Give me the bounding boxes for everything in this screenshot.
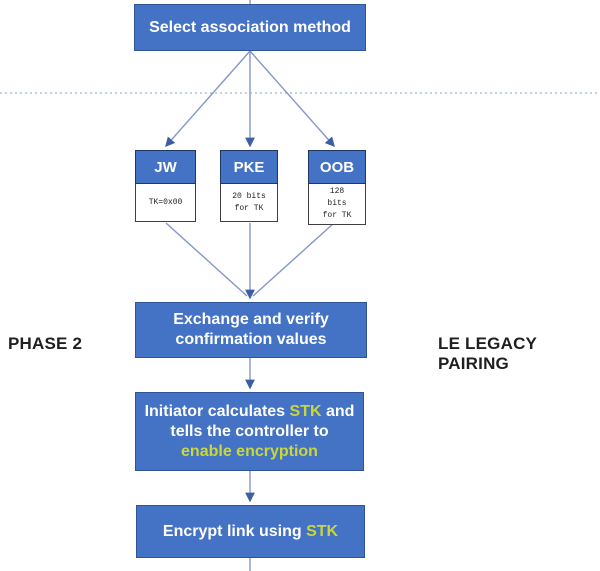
- exchange-line1: Exchange and verify: [173, 311, 329, 328]
- initiator-enable-encryption-accent: enable encryption: [181, 442, 318, 460]
- exchange-verify-box: Exchange and verify confirmation values: [135, 302, 367, 358]
- initiator-line2: tells the controller to: [170, 422, 329, 440]
- encrypt-label: Encrypt link using STK: [163, 522, 338, 542]
- oob-header: OOB: [308, 150, 366, 184]
- method-box-jw: JW TK=0x00: [135, 150, 196, 222]
- encrypt-link-box: Encrypt link using STK: [136, 505, 365, 558]
- jw-detail: TK=0x00: [135, 184, 196, 222]
- initiator-calculates-stk-box: Initiator calculates STK and tells the c…: [135, 392, 364, 471]
- method-box-oob: OOB 128 bits for TK: [308, 150, 366, 225]
- initiator-line1-text: Initiator calculates: [144, 402, 290, 420]
- pke-detail: 20 bits for TK: [220, 184, 278, 222]
- initiator-line1-end: and: [321, 402, 355, 420]
- le-legacy-pairing-label: LE LEGACY PAIRING: [438, 334, 537, 373]
- phase-2-label: PHASE 2: [8, 334, 83, 353]
- oob-detail: 128 bits for TK: [308, 184, 366, 225]
- connector-oob-to-exchange: [252, 222, 335, 297]
- connector-select-to-jw: [165, 50, 251, 148]
- encrypt-text: Encrypt link using: [162, 522, 307, 540]
- initiator-line1: Initiator calculates STK and: [145, 402, 355, 422]
- select-association-method-label: Select association method: [149, 18, 351, 36]
- initiator-stk-accent: STK: [289, 402, 322, 420]
- method-box-pke: PKE 20 bits for TK: [220, 150, 278, 222]
- select-association-method-box: Select association method: [134, 4, 366, 51]
- jw-header: JW: [135, 150, 196, 184]
- connector-select-to-oob: [249, 50, 335, 148]
- encrypt-stk-accent: STK: [306, 522, 339, 540]
- pke-header: PKE: [220, 150, 278, 184]
- exchange-line2: confirmation values: [175, 331, 327, 348]
- connector-jw-to-exchange: [165, 222, 248, 297]
